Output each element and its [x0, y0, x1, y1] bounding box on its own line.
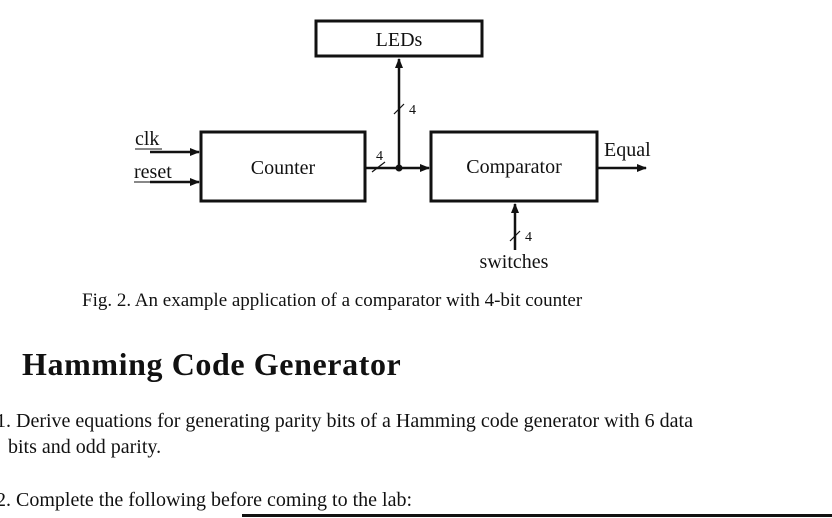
leds-label: LEDs	[376, 29, 423, 51]
bottom-rule	[242, 514, 832, 517]
list-item: 1. Derive equations for generating parit…	[0, 410, 693, 433]
list-item: 2. Complete the following before coming …	[0, 489, 412, 512]
switches-bus-width: 4	[525, 230, 532, 245]
counter-bus-slash	[371, 161, 386, 173]
list-item-number: 2.	[0, 489, 11, 511]
comparator-block	[429, 130, 599, 203]
counter-bus-width: 4	[376, 149, 383, 164]
list-item-number: 1.	[0, 410, 11, 432]
equal-label: Equal	[604, 139, 651, 161]
block-diagram: LEDs Counter Comparator clk reset 4 4 Eq…	[134, 19, 651, 273]
section-title: Hamming Code Generator	[22, 346, 402, 382]
reset-label: reset	[134, 161, 172, 183]
switches-bus-slash	[509, 230, 521, 242]
list-item-text: Complete the following before coming to …	[16, 489, 413, 511]
counter-label: Counter	[251, 157, 316, 179]
list-item-continuation: bits and odd parity.	[8, 436, 162, 458]
leds-bus-width: 4	[409, 103, 416, 118]
clk-label: clk	[135, 128, 159, 150]
comparator-label: Comparator	[466, 156, 562, 178]
leds-block	[314, 19, 484, 58]
list-item-text: Derive equations for generating parity b…	[16, 410, 693, 432]
switches-label: switches	[480, 251, 549, 273]
leds-bus-slash	[393, 103, 405, 115]
counter-block	[199, 130, 367, 203]
figure-caption: Fig. 2. An example application of a comp…	[82, 290, 583, 311]
